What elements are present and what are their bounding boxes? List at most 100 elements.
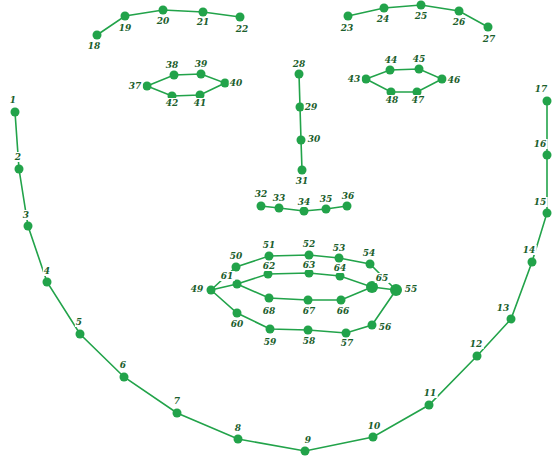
callout-number: 6 xyxy=(119,360,127,370)
callout-number: 15 xyxy=(533,197,548,207)
landmark-dot xyxy=(337,296,346,305)
landmark-dot xyxy=(265,294,274,303)
callout-number: 17 xyxy=(534,84,549,94)
landmark-dot xyxy=(76,330,85,339)
landmark-dot xyxy=(15,165,24,174)
callout-number: 46 xyxy=(447,75,462,85)
callout-number: 42 xyxy=(165,98,180,108)
callout-number: 43 xyxy=(347,74,362,84)
landmark-dot xyxy=(43,278,52,287)
callout-number: 13 xyxy=(496,303,511,313)
landmark-dot xyxy=(257,202,266,211)
landmark-dot xyxy=(528,258,537,267)
landmark-dot xyxy=(342,329,351,338)
callout-number: 3 xyxy=(22,210,30,220)
landmark-dot xyxy=(322,205,331,214)
callout-number: 10 xyxy=(367,421,382,431)
landmark-dot xyxy=(368,321,377,330)
landmark-dot xyxy=(543,151,552,160)
callout-number: 18 xyxy=(87,41,102,51)
landmark-dot xyxy=(300,207,309,216)
callout-number: 40 xyxy=(229,78,244,88)
landmark-dot xyxy=(417,1,426,10)
landmark-dot xyxy=(199,8,208,17)
callout-number: 67 xyxy=(302,306,317,316)
callout-number: 33 xyxy=(272,193,287,203)
callout-number: 28 xyxy=(292,59,307,69)
callout-number: 8 xyxy=(234,423,242,433)
callout-number: 2 xyxy=(14,152,22,162)
landmark-dot xyxy=(543,209,552,218)
landmark-dot xyxy=(507,315,516,324)
callout-number: 16 xyxy=(533,139,548,149)
landmark-dot xyxy=(301,447,310,456)
landmark-dot xyxy=(335,254,344,263)
callout-number: 22 xyxy=(235,24,250,34)
landmark-dot xyxy=(120,373,129,382)
landmark-dot xyxy=(197,70,206,79)
callout-number: 26 xyxy=(452,17,467,27)
landmark-dot xyxy=(143,82,152,91)
callout-number: 64 xyxy=(333,263,348,273)
callout-number: 54 xyxy=(362,248,377,258)
landmark-dot xyxy=(173,409,182,418)
callout-number: 62 xyxy=(262,261,277,271)
callout-number: 36 xyxy=(341,191,356,201)
landmark-line xyxy=(15,101,547,451)
landmark-dot xyxy=(415,65,424,74)
landmark-line xyxy=(97,10,240,35)
callout-number: 20 xyxy=(156,16,171,26)
callout-number: 24 xyxy=(376,14,391,24)
callout-number: 21 xyxy=(196,17,211,27)
callout-number: 45 xyxy=(412,54,427,64)
landmark-dot xyxy=(390,284,402,296)
landmark-dot xyxy=(295,70,304,79)
callout-number: 19 xyxy=(118,23,133,33)
callout-number: 35 xyxy=(319,194,334,204)
landmark-dot xyxy=(304,326,313,335)
callout-number: 12 xyxy=(469,339,484,349)
callout-number: 25 xyxy=(414,11,429,21)
callout-number: 41 xyxy=(193,98,208,108)
callout-number: 34 xyxy=(297,197,312,207)
landmark-dot xyxy=(438,75,447,84)
landmark-dot xyxy=(297,136,306,145)
callout-number: 65 xyxy=(375,273,390,283)
landmark-dot xyxy=(380,4,389,13)
landmark-dot xyxy=(362,75,371,84)
callout-number: 61 xyxy=(220,271,235,281)
callout-number: 29 xyxy=(304,102,319,112)
landmark-dot xyxy=(304,296,313,305)
landmark-dot xyxy=(24,222,33,231)
landmark-dot xyxy=(275,204,284,213)
landmark-dot xyxy=(473,352,482,361)
landmark-dot xyxy=(455,7,464,16)
callout-number: 57 xyxy=(340,338,355,348)
callout-number: 59 xyxy=(263,337,278,347)
landmark-dot xyxy=(298,166,307,175)
callout-number: 66 xyxy=(336,306,351,316)
callout-number: 31 xyxy=(295,176,310,186)
callout-number: 38 xyxy=(165,60,180,70)
callout-number: 55 xyxy=(404,284,419,294)
callout-number: 60 xyxy=(230,319,245,329)
landmark-line xyxy=(237,273,372,300)
landmark-dot xyxy=(236,13,245,22)
landmark-dot xyxy=(344,12,353,21)
callout-number: 47 xyxy=(411,95,426,105)
callout-number: 37 xyxy=(128,81,143,91)
callout-number: 1 xyxy=(9,95,17,105)
callout-number: 27 xyxy=(482,34,497,44)
callout-number: 53 xyxy=(332,243,347,253)
landmark-dot xyxy=(266,325,275,334)
landmark-dot xyxy=(386,66,395,75)
landmark-dot xyxy=(543,97,552,106)
landmark-dot xyxy=(343,202,352,211)
callout-number: 4 xyxy=(43,266,51,276)
callout-number: 7 xyxy=(173,396,181,406)
callout-number: 9 xyxy=(304,435,312,445)
callout-number: 51 xyxy=(262,240,277,250)
landmark-dot xyxy=(234,435,243,444)
